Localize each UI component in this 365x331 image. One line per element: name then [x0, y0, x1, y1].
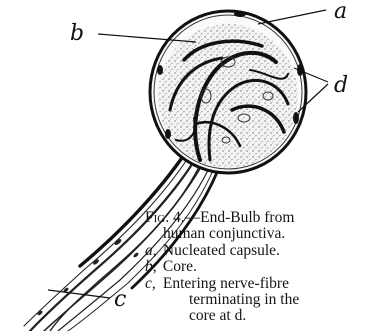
caption-fig-number: Fig. 4.	[145, 209, 185, 226]
label-b: b	[70, 21, 84, 46]
label-d: d	[334, 73, 348, 98]
caption-title-1: —End-Bulb from	[185, 209, 295, 226]
caption-item-a: a, Nucleated capsule.	[145, 243, 365, 259]
caption-item-c-text: Entering nerve-fibre	[163, 275, 289, 292]
caption-item-c-key: c,	[145, 276, 159, 292]
caption-item-c: c, Entering nerve-fibre	[145, 276, 365, 292]
caption-item-a-text: Nucleated capsule.	[163, 242, 280, 259]
caption-title-line-1: Fig. 4.—End-Bulb from	[145, 210, 365, 226]
caption-item-b: b, Core.	[145, 259, 365, 275]
caption-cont-line-2: core at d.	[145, 308, 365, 324]
core	[158, 24, 298, 168]
caption-title-line-2: human conjunctiva.	[145, 226, 365, 242]
caption-item-a-key: a,	[145, 243, 159, 259]
label-c: c	[114, 287, 126, 312]
caption-cont-line-1: terminating in the	[145, 292, 365, 308]
caption-item-b-text: Core.	[163, 258, 197, 275]
caption-item-b-key: b,	[145, 259, 159, 275]
figure-caption: Fig. 4.—End-Bulb from human conjunctiva.…	[145, 210, 365, 325]
label-a: a	[334, 0, 347, 24]
